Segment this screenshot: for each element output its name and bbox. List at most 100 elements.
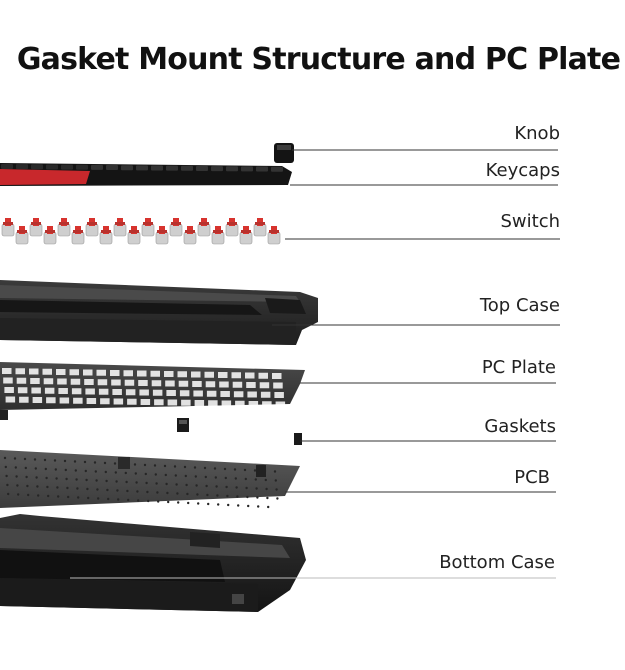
pcb-hole [94, 470, 98, 473]
pcb-hole [214, 476, 217, 479]
plate-cutout [178, 380, 189, 387]
pcb-hole [273, 470, 277, 473]
keycap [106, 165, 118, 171]
pcb-hole [43, 458, 47, 462]
pcb-hole [25, 475, 28, 479]
pcb-hole [216, 494, 219, 497]
keycap [76, 164, 88, 170]
plate-cutout [247, 391, 257, 398]
switch-top [157, 230, 167, 233]
pcb-hole [147, 499, 150, 503]
pcb-hole [35, 476, 38, 479]
pcb-hole [113, 462, 117, 465]
plate-cutout [96, 369, 106, 376]
pcb-hole [85, 478, 88, 482]
diagram-title: Gasket Mount Structure and PC Plate [16, 42, 621, 77]
pcb-hole [245, 486, 248, 490]
pcb-hole [37, 494, 40, 497]
pcb-hole [87, 496, 90, 500]
plate-cutout [86, 398, 97, 404]
pcb-hole [146, 490, 149, 494]
switch-top [17, 230, 27, 233]
plate-cutout [274, 392, 284, 398]
plate-cutout [220, 391, 230, 397]
pcb-hole [7, 492, 10, 496]
pcb-hole [237, 504, 240, 507]
pcb-hole [176, 492, 179, 495]
pcb-hole [213, 467, 217, 470]
pcb-hole [164, 473, 167, 477]
plate-cutout [167, 399, 178, 406]
plate-cutout [19, 396, 29, 403]
pcb-hole [103, 461, 107, 465]
switch-top [3, 222, 13, 225]
keycap [46, 164, 58, 170]
pcb-hole [124, 471, 128, 475]
plate-cutout [262, 401, 272, 408]
pcb-hole [236, 495, 239, 498]
pcb-part [0, 450, 300, 509]
plate-cutout [260, 391, 271, 398]
pcb-hole [206, 493, 209, 497]
pcb-hole [194, 475, 197, 478]
pcb-hole [196, 493, 199, 496]
plate-cutout [15, 368, 25, 375]
pcb-hole [267, 505, 270, 509]
pcb-hole [55, 477, 58, 480]
plate-cutout [30, 378, 40, 384]
gaskets-part [0, 410, 302, 445]
switch-top [59, 222, 69, 225]
bottom-case-part [0, 514, 306, 612]
pcb-hole [227, 503, 230, 507]
pcb-hole [54, 468, 57, 471]
switch-top [87, 222, 97, 225]
keycap [271, 166, 283, 172]
pcb-hole [155, 482, 158, 485]
pcb-hole [23, 457, 27, 461]
pcb-hole [17, 493, 20, 496]
pcb-hole [93, 461, 97, 464]
pcb-hole [243, 468, 247, 472]
plate-cutout [84, 379, 94, 385]
pcb-hole [117, 498, 120, 501]
plate-cutout [83, 369, 93, 376]
pcb-hole [144, 472, 147, 476]
pcb-hole [134, 472, 137, 475]
pcb-hole [86, 487, 89, 491]
plate-cutout [221, 400, 232, 407]
pcb-hole [153, 464, 157, 467]
pcb-hole [57, 495, 60, 498]
pcb-hole [173, 465, 177, 468]
pcb-hole [44, 467, 47, 471]
switch-top [73, 230, 83, 233]
plate-cutout [58, 388, 68, 394]
plate-cutout [165, 380, 175, 387]
pcb-hole [76, 487, 79, 490]
keycap [61, 164, 73, 170]
pcb-hole [75, 478, 78, 481]
plate-cutout [177, 371, 187, 378]
plate-cutout [123, 370, 133, 377]
plate-cutout [208, 400, 218, 407]
switch-top [115, 222, 125, 225]
pcb-hole [174, 474, 177, 477]
plate-cutout [246, 382, 256, 388]
plate-cutout [70, 378, 81, 385]
plate-cutout [125, 389, 136, 396]
pcb-hole [5, 474, 8, 478]
pcb-hole [47, 494, 50, 498]
keycap [136, 165, 148, 171]
plate-cutout [43, 378, 54, 385]
plate-cutout [259, 382, 270, 389]
plate-cutout [16, 377, 27, 384]
pcb-hole [73, 460, 77, 463]
label-pc-plate: PC Plate [481, 357, 556, 378]
pcb-hole [195, 484, 198, 487]
pcb-hole [275, 488, 278, 491]
keycap [211, 166, 223, 172]
plate-cutout [194, 400, 205, 406]
pcb-hole [215, 485, 218, 488]
pcb-hole [184, 474, 187, 478]
plate-cutout [137, 370, 147, 377]
